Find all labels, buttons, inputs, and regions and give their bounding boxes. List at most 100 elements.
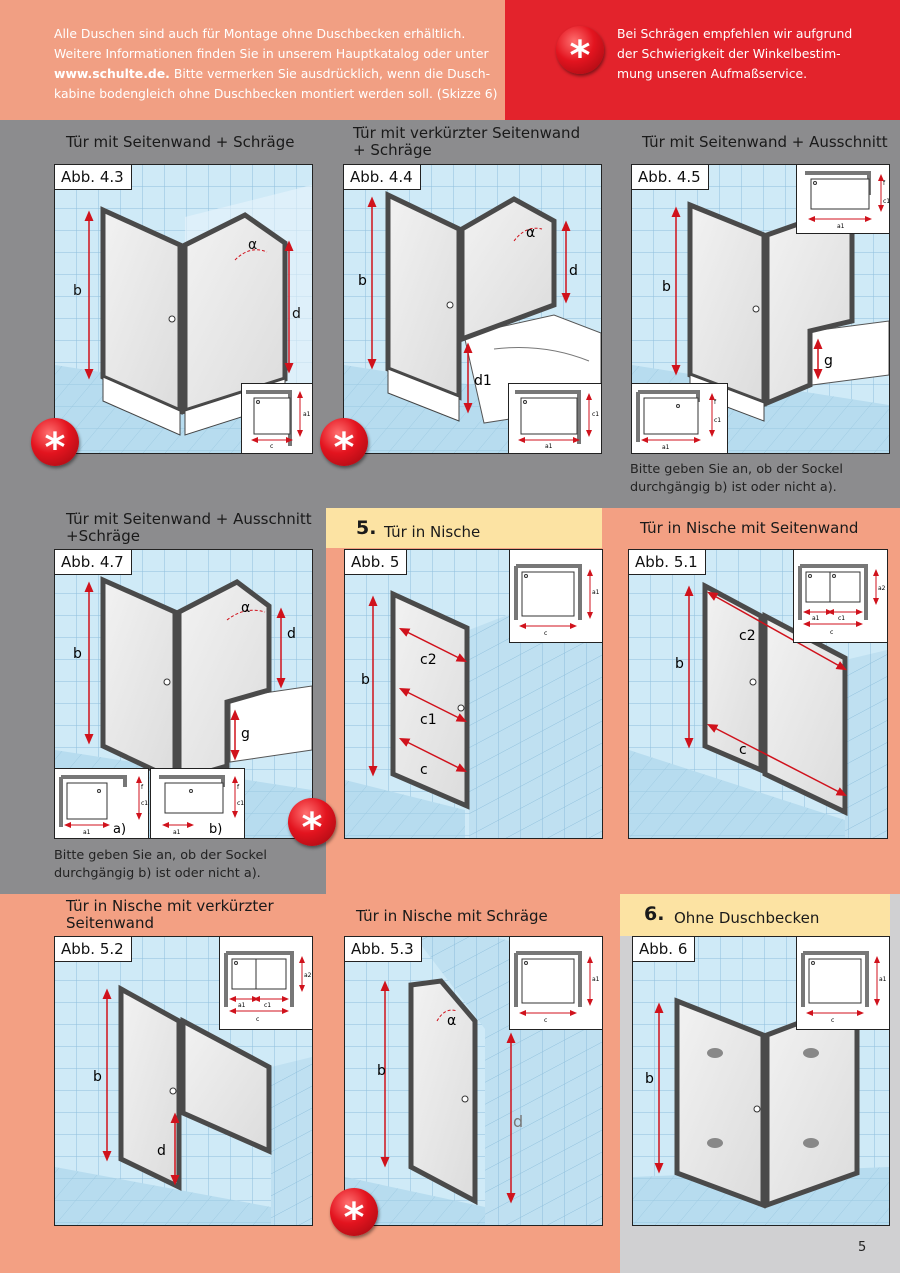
panel-title: Tür mit Seitenwand + Ausschnitt +Schräge [66, 511, 312, 545]
figure-label: Abb. 5.1 [629, 550, 706, 575]
plan-sketch: a1 c [241, 383, 312, 453]
panel-title: Tür in Nische mit Seitenwand [640, 519, 859, 537]
dim-label: c [544, 1017, 547, 1024]
figure-label: Abb. 4.5 [632, 165, 709, 190]
header-warning-line: der Schwierigkeit der Winkelbestim- [617, 46, 841, 61]
figure-panel-4-4: b d d1 α Abb. 4.4 c1 a1 [343, 164, 602, 454]
dim-label: c2 [420, 652, 437, 668]
plan-sketch: f c1 a1 [796, 165, 890, 234]
dim-label: d [569, 263, 578, 279]
dim-label: b [645, 1071, 654, 1087]
note-line: durchgängig b) ist oder nicht a). [630, 480, 837, 495]
dim-label: c1 [592, 411, 599, 418]
figure-label: Abb. 5.3 [345, 937, 422, 962]
header-info-box [0, 0, 505, 120]
dim-label: d [157, 1143, 166, 1159]
figure-panel-6: b Abb. 6 a1 c [632, 936, 890, 1226]
figure-label: Abb. 4.3 [55, 165, 132, 190]
figure-label: Abb. 5.2 [55, 937, 132, 962]
panel-title-line: +Schräge [66, 527, 140, 545]
dim-label: a2 [878, 585, 886, 592]
figure-panel-4-5: b g Abb. 4.5 f c1 a1 f c1 a1 [631, 164, 890, 454]
dim-label: f [883, 180, 886, 187]
dim-label: c1 [883, 198, 890, 205]
asterisk-icon: * [288, 798, 336, 851]
header-warning-text: Bei Schrägen empfehlen wir aufgrund der … [617, 24, 887, 84]
dim-label: a1 [592, 976, 600, 983]
plan-sketch: c1 a1 [508, 383, 601, 453]
panel-title: Tür mit Seitenwand + Schräge [66, 133, 295, 151]
dim-label: a1 [879, 976, 887, 983]
figure-panel-4-3: b d α Abb. 4.3 a1 c [54, 164, 313, 454]
dim-label: d [513, 1112, 523, 1131]
dim-label: α [526, 225, 535, 241]
option-label: b) [209, 822, 222, 837]
section-title: Ohne Duschbecken [674, 909, 820, 927]
dim-label: c1 [264, 1002, 271, 1009]
section-number: 6. [644, 903, 665, 925]
dim-label: b [662, 279, 671, 295]
dim-label: a1 [303, 411, 311, 418]
header-warning-line: Bei Schrägen empfehlen wir aufgrund [617, 26, 853, 41]
shower-drawing: b d α [55, 165, 312, 453]
sockel-note: Bitte geben Sie an, ob der Sockel durchg… [54, 847, 267, 883]
page-number: 5 [858, 1240, 867, 1255]
dim-label: b [73, 646, 82, 662]
dim-label: a1 [812, 615, 820, 622]
dim-label: g [824, 353, 833, 369]
plan-sketch-option-b: f c1 a1 b) [150, 768, 245, 838]
dim-label: d1 [474, 373, 492, 389]
asterisk-icon: * [330, 1188, 378, 1241]
figure-label: Abb. 4.7 [55, 550, 132, 575]
dim-label: a1 [592, 589, 600, 596]
section-5-header: 5. Tür in Nische [326, 508, 602, 548]
figure-panel-5: b c2 c1 c Abb. 5 a1 c [344, 549, 603, 839]
dim-label: b [73, 283, 82, 299]
dim-label: a2 [304, 972, 312, 979]
plan-sketch: f c1 a1 [632, 383, 728, 453]
dim-label: a1 [837, 223, 845, 230]
note-line: Bitte geben Sie an, ob der Sockel [630, 462, 843, 477]
dim-label: a1 [83, 829, 91, 836]
panel-title: Tür in Nische mit Schräge [356, 907, 548, 925]
header-info-link[interactable]: www.schulte.de. [54, 66, 170, 81]
figure-panel-5-2: b d Abb. 5.2 a2 a1 c1 c [54, 936, 313, 1226]
dim-label: b [377, 1063, 386, 1079]
panel-title-line: Tür mit Seitenwand + Ausschnitt [66, 510, 312, 528]
dim-label: g [241, 726, 250, 742]
dim-label: c [830, 629, 833, 636]
section-number: 5. [356, 517, 377, 539]
asterisk-icon: * [320, 418, 368, 471]
dim-label: b [358, 273, 367, 289]
dim-label: c1 [141, 800, 148, 807]
dim-label: c [270, 443, 273, 450]
dim-label: c1 [838, 615, 845, 622]
panel-title-line: Tür in Nische mit verkürzter [66, 897, 274, 915]
dim-label: c [256, 1016, 259, 1023]
header-info-line: Weitere Informationen finden Sie in unse… [54, 46, 489, 61]
dim-label: c1 [237, 800, 244, 807]
dim-label: f [237, 784, 240, 791]
dim-label: a1 [238, 1002, 246, 1009]
panel-title: Tür mit verkürzter Seitenwand + Schräge [353, 125, 580, 159]
note-line: Bitte geben Sie an, ob der Sockel [54, 848, 267, 863]
dim-label: b [675, 656, 684, 672]
dim-label: c1 [714, 417, 721, 424]
plan-sketch: a2 a1 c1 c [793, 550, 887, 643]
figure-label: Abb. 6 [633, 937, 696, 962]
dim-label: f [141, 784, 144, 791]
note-line: durchgängig b) ist oder nicht a). [54, 866, 261, 881]
section-title: Tür in Nische [384, 523, 481, 541]
dim-label: b [361, 672, 370, 688]
plan-sketch: a1 c [509, 937, 602, 1030]
figure-panel-5-1: b c2 c Abb. 5.1 a2 a1 c1 c [628, 549, 888, 839]
dim-label: d [287, 626, 296, 642]
option-label: a) [113, 822, 126, 837]
panel-title-line: + Schräge [353, 141, 432, 159]
panel-title-line: Tür mit verkürzter Seitenwand [353, 124, 581, 142]
dim-label: c [544, 630, 547, 637]
header-warning-line: mung unseren Aufmaßservice. [617, 66, 808, 81]
dim-label: a1 [173, 829, 181, 836]
section-6-header: 6. Ohne Duschbecken [620, 894, 890, 936]
plan-sketch: a2 a1 c1 c [219, 937, 312, 1030]
